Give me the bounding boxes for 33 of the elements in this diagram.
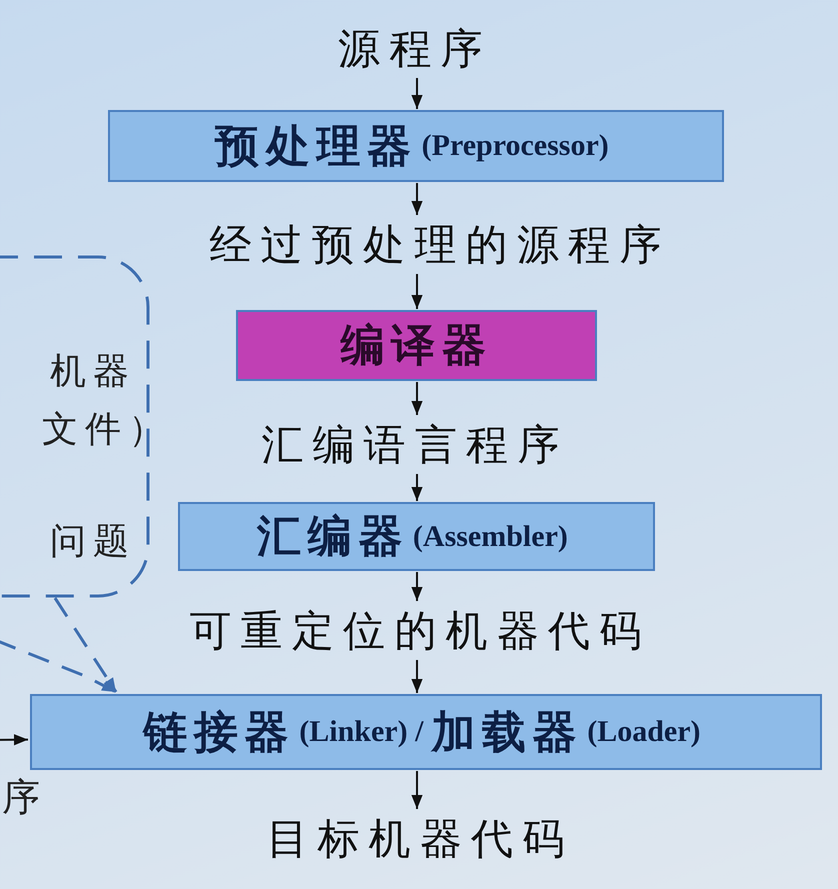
arrow <box>411 183 423 215</box>
process-box <box>30 694 822 770</box>
data-label: 序 <box>2 774 48 821</box>
arrow <box>411 660 423 693</box>
stage-name: 汇编器 <box>257 510 409 564</box>
process-box <box>178 502 655 571</box>
arrow <box>0 734 28 746</box>
data-label: 目标机器代码 <box>235 810 605 868</box>
note-text: 机器 <box>50 350 136 394</box>
arrow <box>411 771 423 809</box>
data-label: 汇编语言程序 <box>225 416 605 474</box>
data-label: 可重定位的机器代码 <box>140 602 700 660</box>
arrow <box>411 474 423 501</box>
process-box <box>108 110 724 182</box>
english-name: (Loader) <box>587 715 701 749</box>
arrow <box>411 78 423 109</box>
data-label: 源程序 <box>300 20 530 78</box>
arrow <box>411 572 423 601</box>
english-name: (Preprocessor) <box>422 129 609 163</box>
process-box <box>236 310 597 381</box>
stage-name: 编译器 <box>340 319 492 373</box>
stage-name: 预处理器 <box>215 120 418 174</box>
data-label: 经过预处理的源程序 <box>160 216 720 274</box>
arrow <box>411 382 423 415</box>
note-text: 问题 <box>50 520 136 564</box>
note-text: 文件） <box>42 408 172 452</box>
arrow <box>54 597 118 693</box>
arrow <box>411 274 423 309</box>
arrow <box>0 638 117 694</box>
stage-name: 加载器 <box>431 706 584 760</box>
stage-name: 链接器 <box>143 706 296 760</box>
english-name: (Assembler) <box>412 520 568 554</box>
english-name: (Linker) / <box>299 715 424 749</box>
